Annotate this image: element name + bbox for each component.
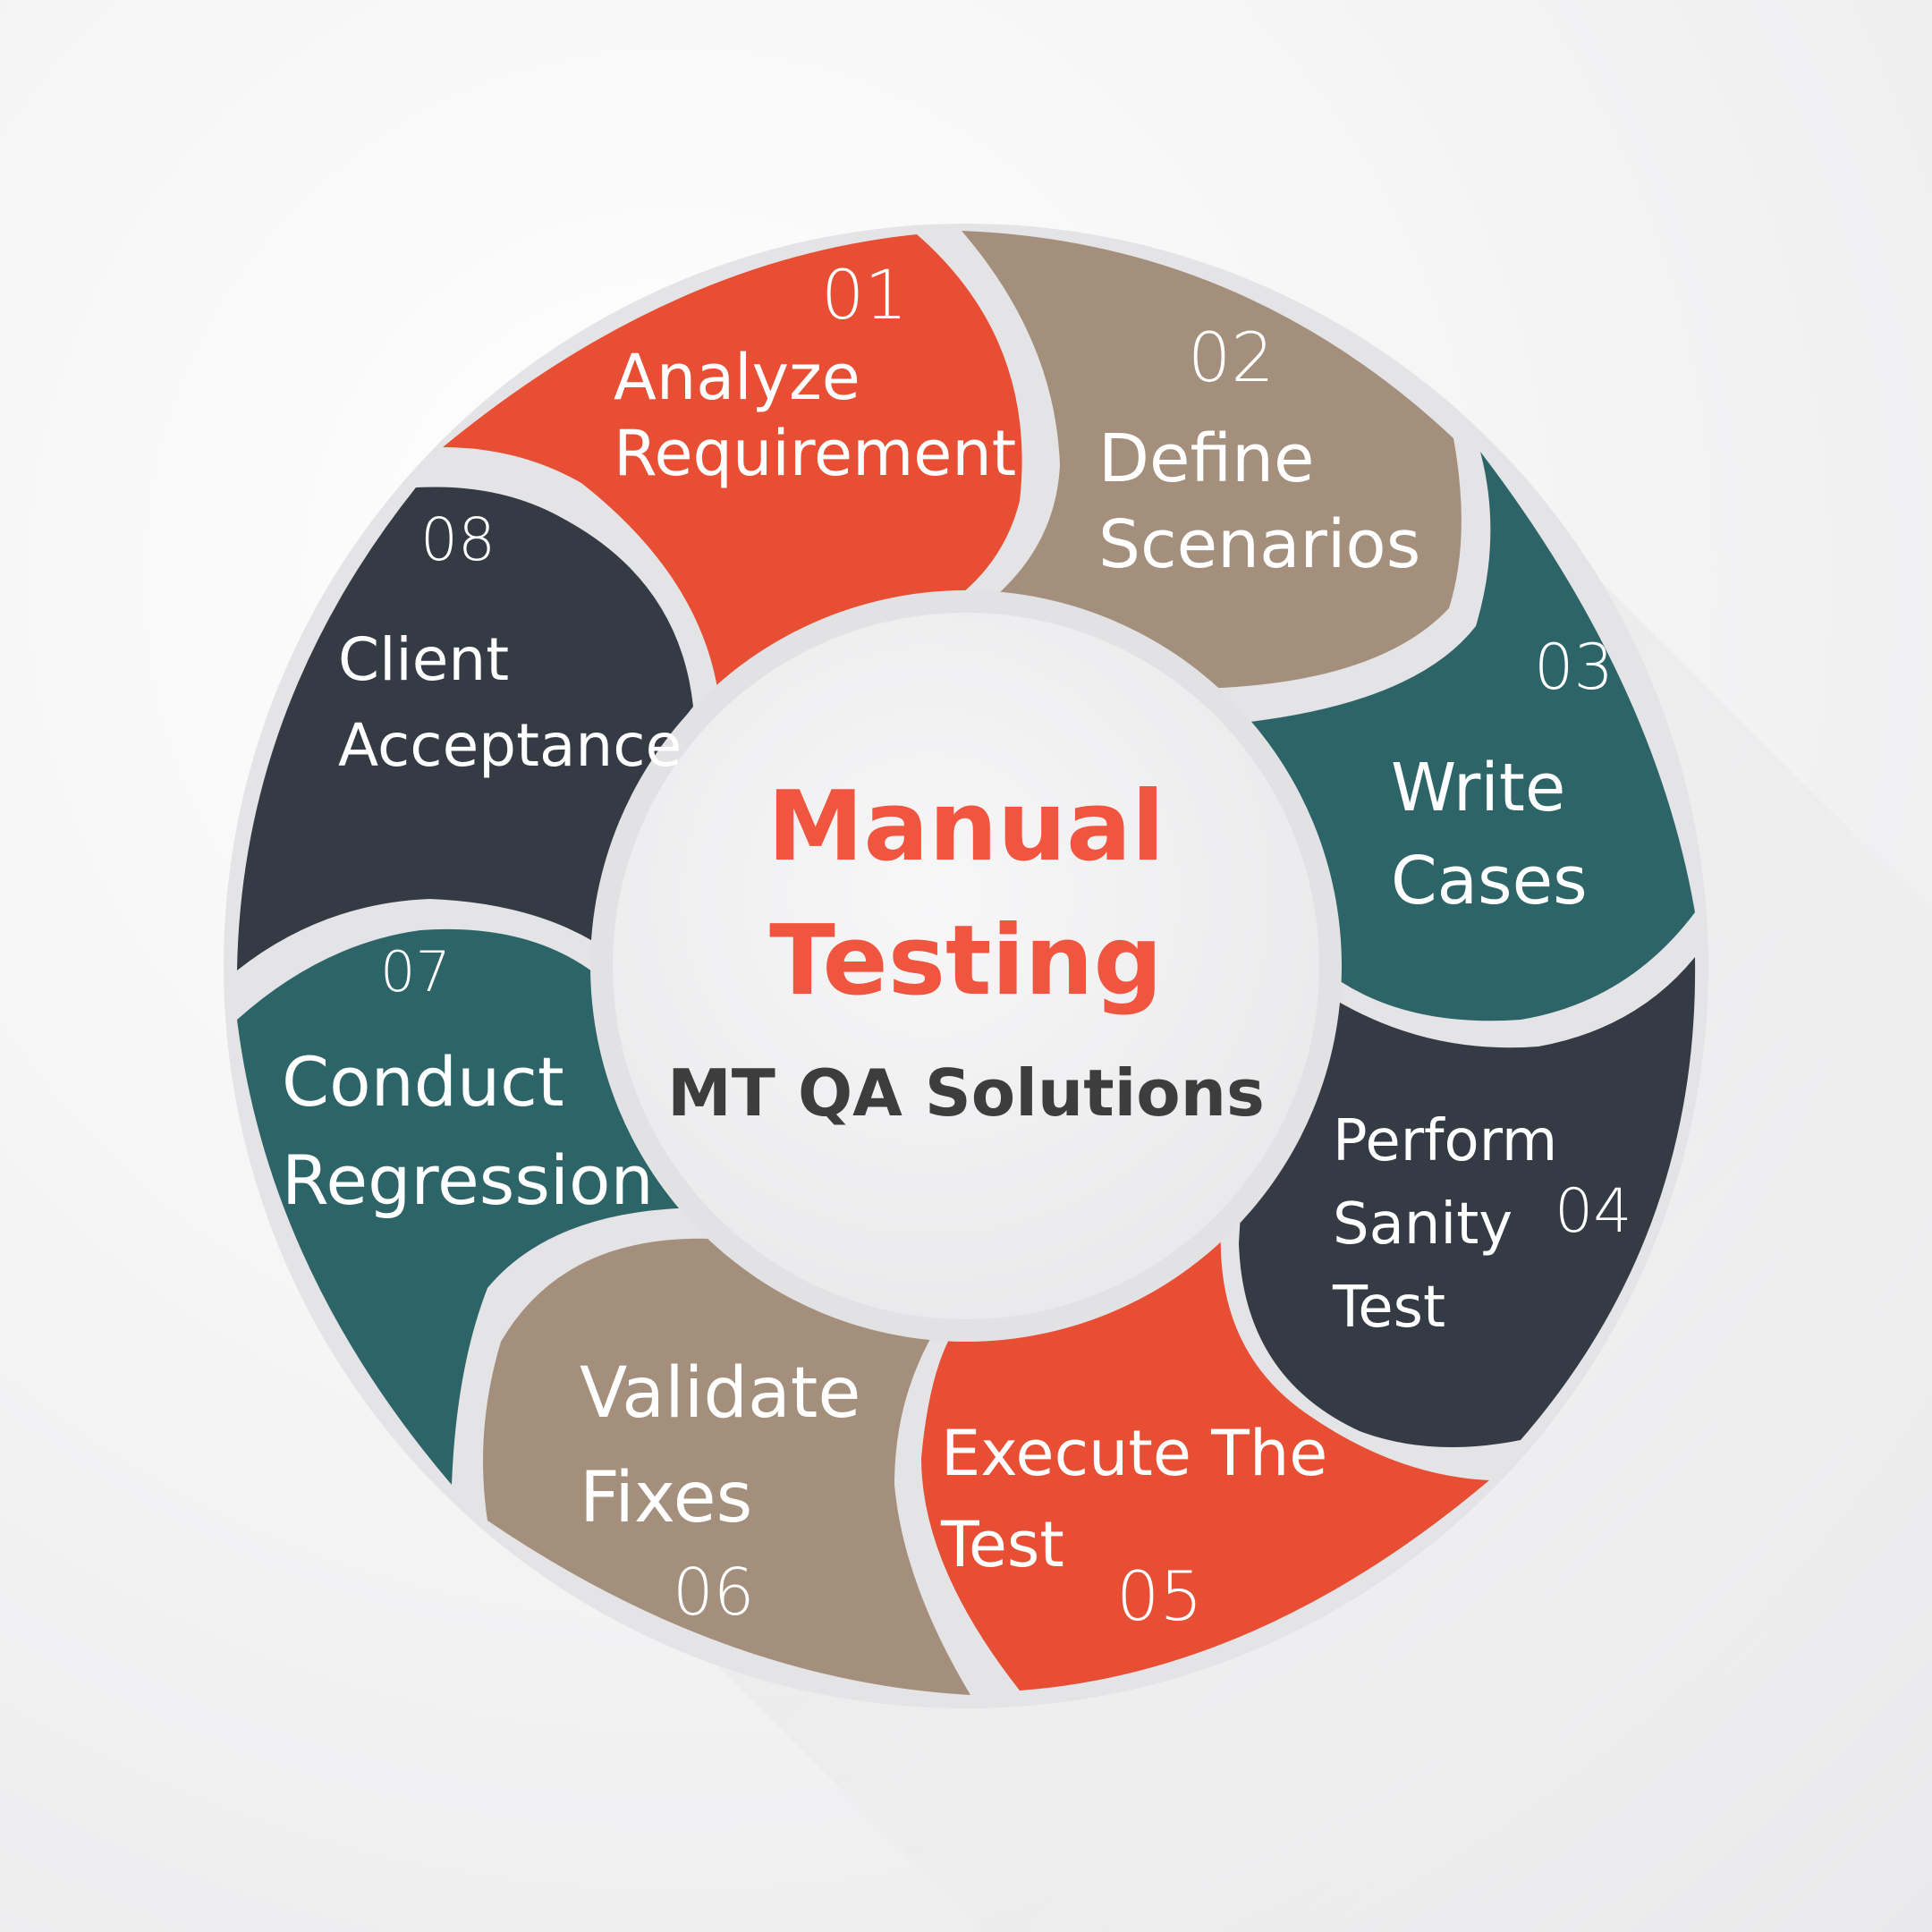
step-06-number: 06 bbox=[673, 1555, 755, 1630]
segment-03[interactable] bbox=[1225, 452, 1695, 1021]
step-07-label: Conduct Regression bbox=[282, 1042, 654, 1221]
center-title: Manual Testing bbox=[680, 760, 1252, 1029]
segments bbox=[237, 231, 1696, 1695]
step-04-number: 04 bbox=[1555, 1176, 1632, 1247]
center-subtitle: MT QA Solutions bbox=[667, 1055, 1265, 1131]
step-01-label: Analyze Requirement bbox=[614, 341, 1017, 491]
segment-07[interactable] bbox=[237, 928, 707, 1485]
segment-01[interactable] bbox=[443, 234, 1022, 707]
step-01-number: 01 bbox=[821, 255, 908, 335]
inner-circle bbox=[613, 613, 1319, 1319]
segment-02[interactable] bbox=[962, 231, 1462, 689]
step-04-label: Perform Sanity Test bbox=[1333, 1108, 1558, 1341]
step-08-label: Client Acceptance bbox=[338, 625, 682, 780]
step-02-number: 02 bbox=[1188, 318, 1275, 397]
segment-04[interactable] bbox=[1239, 957, 1696, 1447]
segment-05[interactable] bbox=[921, 1230, 1489, 1690]
step-03-label: Write Cases bbox=[1391, 750, 1588, 919]
center-title-line2: Testing bbox=[769, 905, 1163, 1017]
center-title-line1: Manual bbox=[767, 771, 1165, 883]
step-02-label: Define Scenarios bbox=[1098, 420, 1421, 584]
step-03-number: 03 bbox=[1534, 631, 1614, 704]
step-05-number: 05 bbox=[1116, 1556, 1203, 1636]
segment-06[interactable] bbox=[483, 1238, 970, 1695]
step-08-number: 08 bbox=[420, 505, 496, 574]
segment-08[interactable] bbox=[237, 487, 693, 970]
step-05-label: Execute The Test bbox=[941, 1417, 1328, 1581]
step-07-number: 07 bbox=[380, 939, 451, 1004]
step-06-label: Validate Fixes bbox=[580, 1353, 861, 1538]
